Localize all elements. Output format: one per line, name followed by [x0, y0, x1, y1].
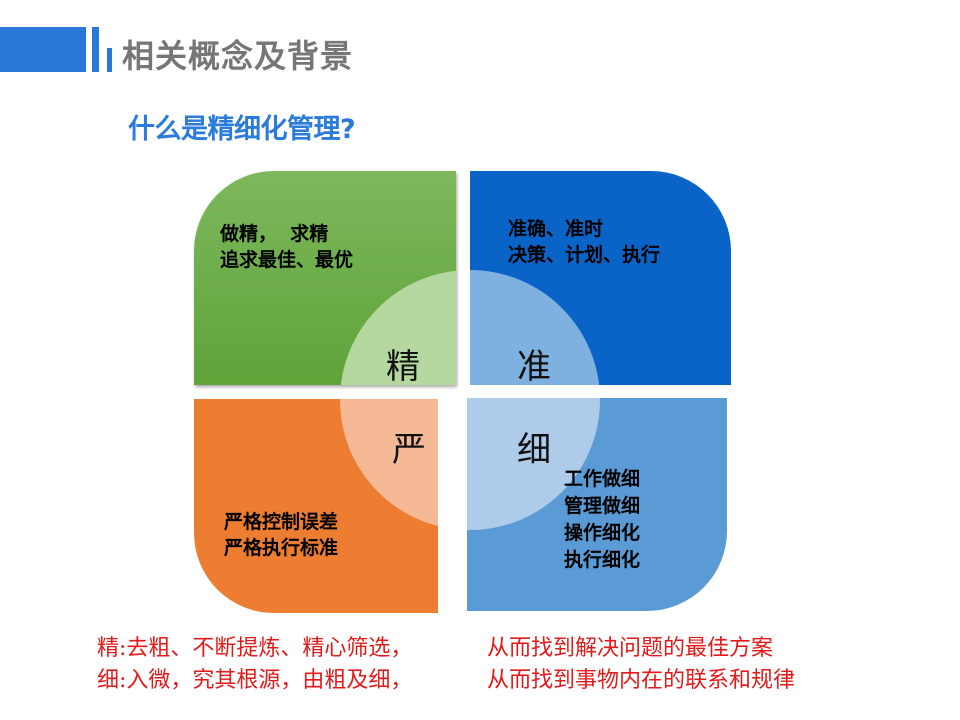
- page-title: 相关概念及背景: [122, 37, 354, 75]
- note-line-jing: 精:去粗、不断提炼、精心筛选， 从而找到解决问题的最佳方案: [97, 633, 795, 665]
- quadrant-jing-text: 做精， 求精 追求最佳、最优: [220, 223, 354, 271]
- note-result: 从而找到解决问题的最佳方案: [487, 636, 774, 661]
- quadrant-xi-text: 工作做细 管理做细 操作细化 执行细化: [564, 468, 641, 571]
- center-char-jing: 精: [386, 347, 420, 387]
- note-definition: 细:入微，究其根源，由粗及细，: [97, 668, 413, 693]
- quadrant-xi: 工作做细 管理做细 操作细化 执行细化: [467, 398, 727, 611]
- section-subtitle: 什么是精细化管理?: [128, 114, 356, 145]
- note-result: 从而找到事物内在的联系和规律: [487, 668, 796, 693]
- quadrant-yan: 严格控制误差 严格执行标准: [194, 399, 438, 613]
- note-definition: 精:去粗、不断提炼、精心筛选，: [97, 636, 413, 661]
- center-char-xi: 细: [517, 430, 551, 470]
- header-accent-bar: [92, 27, 99, 72]
- note-line-xi: 细:入微，究其根源，由粗及细， 从而找到事物内在的联系和规律: [97, 665, 795, 697]
- header-accent-block: [0, 27, 86, 72]
- definition-notes: 精:去粗、不断提炼、精心筛选， 从而找到解决问题的最佳方案 细:入微，究其根源，…: [97, 633, 795, 697]
- quadrant-zhun-text: 准确、准时 决策、计划、执行: [508, 218, 661, 266]
- quadrant-zhun: 准确、准时 决策、计划、执行: [470, 171, 731, 385]
- center-char-zhun: 准: [517, 347, 551, 387]
- quadrant-yan-text: 严格控制误差 严格执行标准: [224, 511, 339, 559]
- header-accent-small-bar: [107, 48, 112, 72]
- quadrant-jing: 做精， 求精 追求最佳、最优: [194, 171, 456, 385]
- center-char-yan: 严: [392, 430, 426, 470]
